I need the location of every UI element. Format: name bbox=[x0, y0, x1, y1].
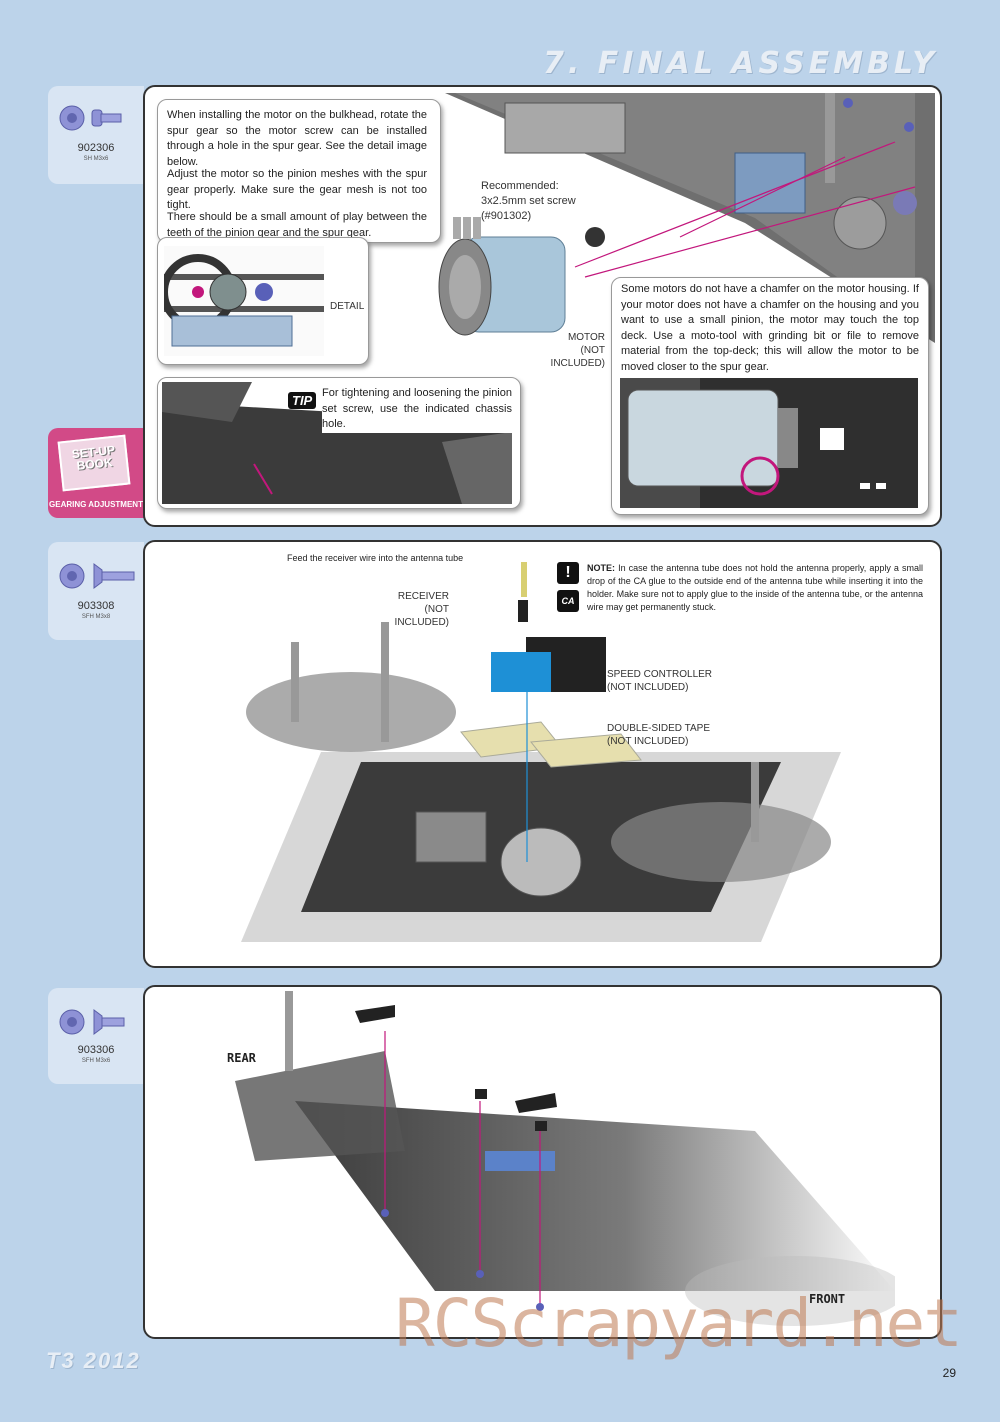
chassis-electronics-illustration bbox=[241, 562, 841, 942]
part-desc: SH M3x6 bbox=[83, 156, 109, 162]
speed-line1: SPEED CONTROLLER bbox=[607, 669, 713, 680]
intro-paragraph-2: Adjust the motor so the pinion meshes wi… bbox=[167, 168, 427, 211]
speed-controller-label: SPEED CONTROLLER (NOT INCLUDED) bbox=[607, 668, 712, 694]
recommended-line1: Recommended: bbox=[481, 180, 559, 192]
tip-badge: TIP bbox=[288, 392, 317, 409]
tip-text: For tightening and loosening the pinion … bbox=[322, 386, 512, 433]
chamfer-note-bubble: Some motors do not have a chamfer on the… bbox=[611, 277, 929, 515]
setup-book-badge: SET-UP BOOK GEARING ADJUSTMENT bbox=[48, 428, 144, 518]
recommended-screw: Recommended: 3x2.5mm set screw (#901302) bbox=[481, 179, 576, 224]
footer-logo: T3 2012 bbox=[46, 1348, 141, 1373]
receiver-line2: (NOT INCLUDED) bbox=[394, 604, 449, 628]
part-card-step1: 902306 SH M3x6 bbox=[48, 86, 144, 184]
note-block: NOTE: In case the antenna tube does not … bbox=[587, 562, 923, 614]
part-card-step3: 903306 SFH M3x6 bbox=[48, 988, 144, 1084]
intro-paragraph-1: When installing the motor on the bulkhea… bbox=[167, 109, 427, 168]
part-card-step2: 903308 SFH M3x8 bbox=[48, 542, 144, 640]
rear-label: REAR bbox=[227, 1051, 256, 1065]
section-title: 7. FINAL ASSEMBLY bbox=[543, 46, 938, 81]
countersunk-screw-icon bbox=[59, 563, 135, 589]
watermark: RCScrapyard.net bbox=[395, 1285, 963, 1362]
step3-panel: REAR FRONT bbox=[143, 985, 942, 1339]
receiver-label: RECEIVER (NOT INCLUDED) bbox=[371, 590, 449, 629]
feed-wire-label: Feed the receiver wire into the antenna … bbox=[287, 553, 464, 563]
part-desc: SFH M3x6 bbox=[81, 1058, 111, 1064]
motor-illustration bbox=[438, 217, 605, 336]
tape-label: DOUBLE-SIDED TAPE (NOT INCLUDED) bbox=[607, 722, 710, 748]
chassis-final-illustration bbox=[235, 991, 895, 1326]
part-code: 903308 bbox=[77, 600, 115, 612]
setup-book-caption: GEARING ADJUSTMENT bbox=[49, 500, 143, 509]
page-number: 29 bbox=[942, 1366, 956, 1380]
speed-line2: (NOT INCLUDED) bbox=[607, 682, 689, 693]
motor-label-line1: MOTOR bbox=[567, 332, 605, 343]
motor-mount-arrows bbox=[574, 98, 916, 278]
recommended-line3: (#901302) bbox=[481, 210, 532, 222]
tip-bubble: TIP For tightening and loosening the pin… bbox=[157, 377, 521, 509]
tape-line1: DOUBLE-SIDED TAPE bbox=[607, 723, 710, 734]
chassis-top-illustration bbox=[445, 93, 935, 343]
gear-detail-illustration bbox=[164, 246, 324, 356]
motor-label: MOTOR (NOT INCLUDED) bbox=[531, 331, 605, 370]
part-code: 902306 bbox=[77, 142, 115, 154]
motor-label-line2: (NOT INCLUDED) bbox=[550, 345, 605, 369]
part-code: 903306 bbox=[77, 1044, 115, 1056]
front-label: FRONT bbox=[809, 1292, 846, 1306]
ca-glue-icon: CA bbox=[557, 590, 579, 612]
intro-paragraph-3: There should be a small amount of play b… bbox=[167, 211, 427, 239]
tape-line2: (NOT INCLUDED) bbox=[607, 736, 689, 747]
note-text: In case the antenna tube does not hold t… bbox=[587, 563, 923, 612]
screw-icon bbox=[59, 105, 122, 131]
recommended-line2: 3x2.5mm set screw bbox=[481, 195, 576, 207]
intro-bubble: When installing the motor on the bulkhea… bbox=[157, 99, 441, 243]
countersunk-screw-icon bbox=[59, 1009, 125, 1035]
step1-panel: When installing the motor on the bulkhea… bbox=[143, 85, 942, 527]
detail-bubble: DETAIL bbox=[157, 237, 369, 365]
note-title: NOTE: bbox=[587, 563, 615, 573]
warning-icon: ! bbox=[557, 562, 579, 584]
step2-panel: Feed the receiver wire into the antenna … bbox=[143, 540, 942, 968]
chamfer-note-text: Some motors do not have a chamfer on the… bbox=[621, 283, 919, 373]
top-deck-photo bbox=[620, 378, 918, 508]
receiver-line1: RECEIVER bbox=[397, 591, 449, 602]
part-desc: SFH M3x8 bbox=[81, 614, 111, 620]
detail-label: DETAIL bbox=[330, 301, 365, 312]
